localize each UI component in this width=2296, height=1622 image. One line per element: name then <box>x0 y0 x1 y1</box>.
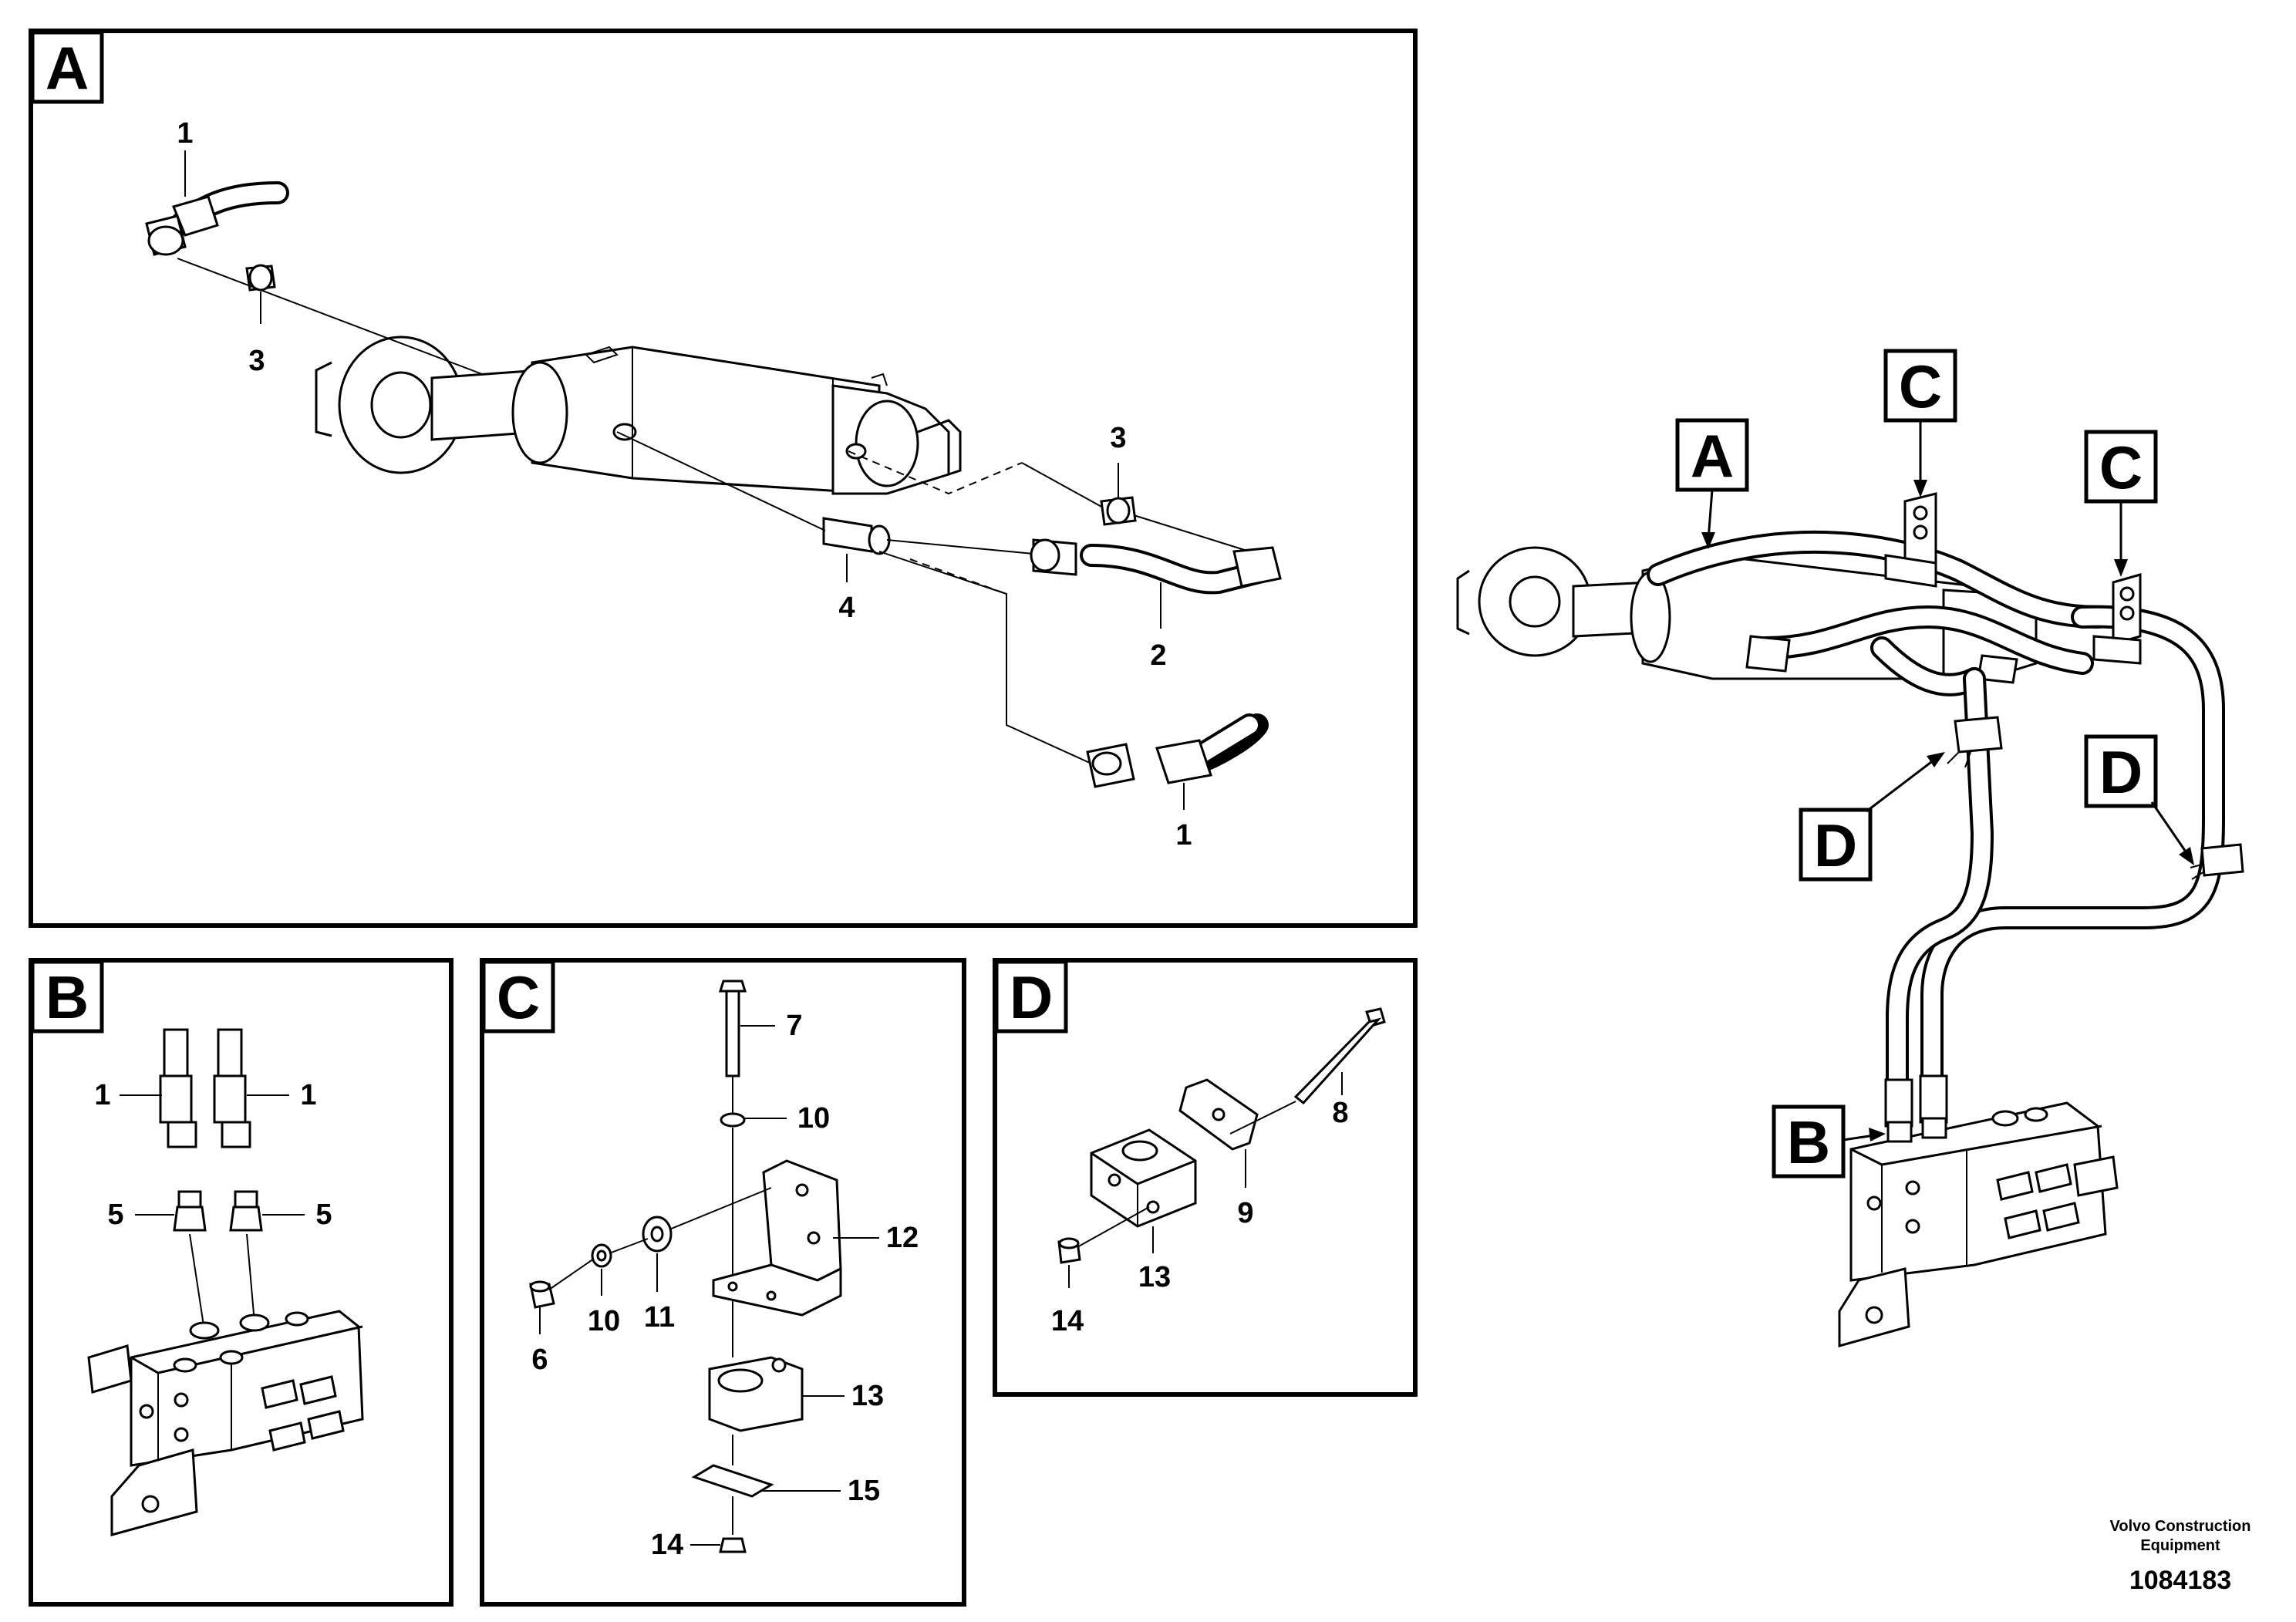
svg-text:D: D <box>1814 811 1857 879</box>
panel-b-letter: B <box>46 963 89 1031</box>
part-label-9: 9 <box>1237 1197 1253 1229</box>
svg-text:D: D <box>2099 738 2143 806</box>
hoses-1-pair <box>159 1028 251 1148</box>
nut-14 <box>1057 1237 1081 1264</box>
panel-d: D 8 9 13 14 <box>993 958 1418 1397</box>
panel-c: C <box>480 958 966 1607</box>
part-label-3: 3 <box>248 345 265 377</box>
part-label-3: 3 <box>1110 422 1126 454</box>
washer-10-left <box>591 1243 612 1268</box>
drawing-footer: Volvo Construction Equipment 1084183 <box>2110 1518 2251 1595</box>
bracket-12 <box>712 1159 842 1317</box>
part-label-14: 14 <box>651 1529 683 1561</box>
panel-a: A <box>29 29 1418 928</box>
panel-d-letter: D <box>1010 963 1053 1031</box>
clamp-13 <box>708 1356 804 1432</box>
part-label-6: 6 <box>531 1344 548 1376</box>
part-label-1: 1 <box>1175 819 1192 851</box>
plate-15 <box>691 1464 774 1498</box>
part-label-1: 1 <box>94 1079 110 1111</box>
callout-d-right: D <box>2084 734 2194 865</box>
company-name-line2: Equipment <box>2140 1537 2220 1554</box>
washer-10-top <box>720 1112 746 1128</box>
plate-9 <box>1178 1078 1259 1151</box>
part-label-2: 2 <box>1150 639 1166 672</box>
bolt-6 <box>529 1280 555 1309</box>
hydraulic-cylinder <box>315 336 962 495</box>
callout-a: A <box>1675 418 1749 549</box>
part-label-15: 15 <box>848 1475 880 1507</box>
svg-text:C: C <box>2099 433 2143 501</box>
part-label-11: 11 <box>644 1301 675 1334</box>
drawing-number: 1084183 <box>2129 1566 2231 1595</box>
callout-c-right: C <box>2084 430 2158 577</box>
part-label-10: 10 <box>797 1102 830 1135</box>
part-label-5: 5 <box>315 1199 332 1231</box>
svg-text:A: A <box>1691 422 1734 490</box>
part-label-14: 14 <box>1051 1305 1084 1337</box>
clamp-13 <box>1090 1128 1197 1228</box>
part-label-10: 10 <box>588 1305 620 1337</box>
part-label-13: 13 <box>851 1380 884 1412</box>
fitting-4 <box>822 517 891 555</box>
hose-1-bottom <box>1086 713 1269 788</box>
panel-c-letter: C <box>497 963 540 1031</box>
svg-text:B: B <box>1787 1108 1830 1176</box>
nut-14 <box>719 1537 747 1553</box>
hose-1-top <box>145 181 289 256</box>
fitting-3-right <box>1100 496 1137 526</box>
part-label-12: 12 <box>886 1222 919 1254</box>
part-label-1: 1 <box>177 117 193 150</box>
part-label-7: 7 <box>786 1010 802 1042</box>
washer-11 <box>642 1216 673 1253</box>
panel-a-letter: A <box>46 34 89 102</box>
callout-c-left: C <box>1883 349 1957 497</box>
part-label-13: 13 <box>1138 1261 1171 1293</box>
adapters-5 <box>173 1190 263 1232</box>
part-label-8: 8 <box>1332 1097 1348 1129</box>
part-label-4: 4 <box>838 592 855 624</box>
company-name-line1: Volvo Construction <box>2110 1518 2251 1535</box>
callout-b: B <box>1772 1104 1886 1179</box>
overview-assembly: A C C D D B <box>1456 349 2244 1347</box>
control-valve-b <box>87 1310 364 1536</box>
part-label-1: 1 <box>300 1079 316 1111</box>
svg-text:C: C <box>1899 352 1942 420</box>
callout-d-left: D <box>1799 752 1945 882</box>
tube-2 <box>1030 538 1282 595</box>
bolt-8 <box>1293 1007 1386 1105</box>
part-label-5: 5 <box>107 1199 123 1231</box>
panel-b: B <box>29 958 453 1607</box>
bolt-7 <box>718 980 747 1077</box>
fitting-3-top <box>245 264 276 292</box>
